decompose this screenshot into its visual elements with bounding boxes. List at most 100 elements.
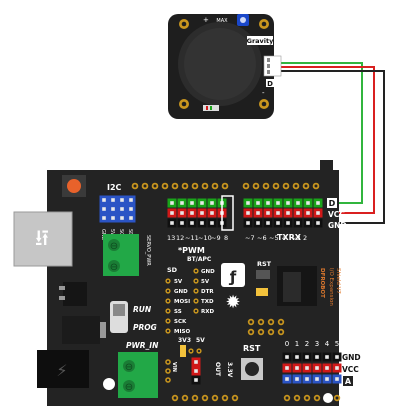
pin-d-badge xyxy=(266,79,274,87)
regulator-1 xyxy=(63,282,87,306)
power-bolt-icon: ⚡ xyxy=(56,361,67,380)
digital-pin-label: 2 xyxy=(303,234,307,242)
svg-text:⊖: ⊖ xyxy=(110,262,118,273)
d-row-label: D xyxy=(329,199,336,208)
gear-icon: ✹ xyxy=(225,292,240,313)
analog-a-badge xyxy=(343,376,353,386)
vcc-row-label: VCC xyxy=(328,210,345,219)
digital-pin-label: ~6 xyxy=(257,234,267,242)
digital-header xyxy=(167,198,323,228)
pwr-in-terminal: ⊖ ⊖ xyxy=(118,352,158,398)
selected-pin-outline xyxy=(221,195,234,231)
max-label: MAX xyxy=(216,18,228,24)
svg-text:⊖: ⊖ xyxy=(125,382,133,393)
power-jack xyxy=(37,350,89,388)
signal-wire-green xyxy=(281,62,363,204)
out-label: OUT xyxy=(214,362,221,377)
bt-pin-label: DTR xyxy=(201,289,214,295)
servo-pwr-label: SERVO_PWR xyxy=(145,235,151,266)
main-chip xyxy=(277,266,317,306)
rst-top-label: RST xyxy=(257,260,272,268)
servo-terminal: ⊖ ⊖ xyxy=(103,234,139,276)
digital-pin-label: ~7 xyxy=(245,234,255,242)
usb-port xyxy=(13,211,73,267)
sd-pin-label: SCK xyxy=(174,319,187,325)
top-header-holes xyxy=(131,182,320,190)
bt-pin-labels: GND 5V DTR TXD RXD xyxy=(201,269,215,315)
v33-label: 3V3 xyxy=(178,337,191,344)
analog-a-label: A xyxy=(345,377,352,386)
sd-pin-label: GND xyxy=(174,289,188,295)
pwm-label: *PWM xyxy=(178,246,205,255)
plus-label: + xyxy=(203,16,209,24)
analog-vcc-label: VCC xyxy=(342,365,359,374)
v5-label: 5V xyxy=(196,337,205,344)
bt-pin-label: RXD xyxy=(201,309,214,315)
svg-text:⊖: ⊖ xyxy=(110,241,118,252)
analog-pin-number: 5 xyxy=(335,340,339,348)
digital-pin-label: 13 xyxy=(167,234,175,242)
shield-version-label: Shield V7 xyxy=(335,268,341,294)
bt-pin-label: TXD xyxy=(201,299,214,305)
digital-pin-label: 8 xyxy=(224,234,228,242)
brand-badge xyxy=(247,36,273,45)
d-badge xyxy=(327,198,337,208)
rst-bottom-label: RST xyxy=(243,344,261,353)
module-connector xyxy=(263,55,282,77)
connection-wires xyxy=(281,62,385,224)
sd-pin-labels: 5V GND MOSI SS SCK MISO xyxy=(174,279,190,335)
run-label: RUN xyxy=(133,305,152,314)
ground-wire-black xyxy=(281,70,385,224)
sd-label: SD xyxy=(167,266,178,274)
digital-pin-label: 12 xyxy=(176,234,184,242)
i2c-pin-label: 5V xyxy=(109,229,115,236)
prog-label: PROG xyxy=(133,323,157,332)
vin-holes xyxy=(165,357,201,385)
digital-pin-label: 4 xyxy=(282,234,286,242)
voltage-jumper[interactable] xyxy=(180,345,186,357)
bt-pin-label: GND xyxy=(201,269,215,275)
bt-apc-label: BT/APC xyxy=(187,256,212,263)
usb-icon: ⭿ xyxy=(35,227,49,252)
digital-pin-label: ~10 xyxy=(198,234,212,242)
rst-top-button[interactable] xyxy=(256,270,270,279)
power-wire-red xyxy=(281,66,375,214)
i2c-pin-label: SCL xyxy=(118,229,124,239)
vin-label: VIN xyxy=(171,362,177,372)
i2c-label: I2C xyxy=(107,183,122,192)
digital-pin-label: ~3 xyxy=(291,234,301,242)
mount-hole xyxy=(323,393,333,403)
minus-label: - xyxy=(262,89,265,97)
regulator-2 xyxy=(62,316,100,344)
bt-pin-label: 5V xyxy=(201,279,210,285)
sd-pin-label: MOSI xyxy=(174,299,190,305)
mount-hole xyxy=(103,378,115,390)
bottom-header-holes xyxy=(171,394,341,402)
out-voltage-label: 3.3V xyxy=(226,362,233,378)
speaker-module: MAX + - Gravity D xyxy=(168,14,282,119)
sd-pin-label: SS xyxy=(174,309,182,315)
sd-pin-label: 5V xyxy=(174,279,183,285)
svg-text:⊖: ⊖ xyxy=(125,362,133,373)
sd-pin-holes xyxy=(165,278,171,334)
side-header-holes xyxy=(247,317,309,336)
analog-pin-number: 4 xyxy=(325,340,330,348)
svg-text:ƒ: ƒ xyxy=(229,268,237,286)
brand-label: Gravity xyxy=(247,37,274,45)
dfrobot-logo xyxy=(221,263,245,287)
expansion-shield: ⭿ ⚡ I2C GND5VSCLSDA D VCC GND 1312~11~10… xyxy=(13,160,361,406)
analog-pin-number: 2 xyxy=(305,340,309,348)
analog-pin-number: 0 xyxy=(285,340,289,348)
analog-header xyxy=(282,352,342,384)
analog-pin-number: 3 xyxy=(315,340,319,348)
digital-pin-label: ~5 xyxy=(269,234,279,242)
dfrobot-brand: DFROBOT xyxy=(319,268,325,298)
analog-gnd-label: GND xyxy=(342,353,361,362)
digital-pin-label: ~11 xyxy=(185,234,199,242)
io-expansion-label: I/O Expansion xyxy=(328,268,334,306)
gnd-row-label: GND xyxy=(328,221,347,230)
sd-pin-label: MISO xyxy=(174,329,190,335)
